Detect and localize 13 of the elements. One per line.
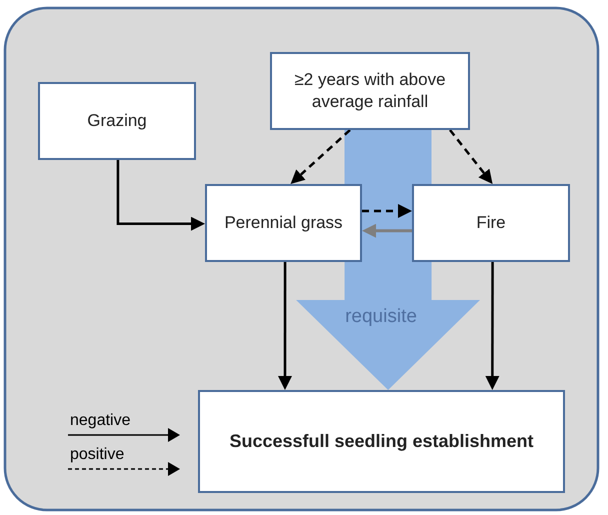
process-box: [270, 52, 470, 130]
legend-label: positive: [70, 446, 124, 464]
edge-label: requisite: [345, 306, 417, 328]
legend-label: negative: [70, 412, 130, 430]
node-label: Grazing: [86, 110, 148, 132]
node-label: Successfull seedling establishment: [228, 430, 535, 453]
node-label: ≥2 years with above average rainfall: [293, 68, 447, 113]
node-label: Fire: [475, 212, 507, 234]
node-label: Perennial grass: [223, 212, 344, 234]
process-box: [412, 184, 570, 262]
process-box: [38, 82, 196, 160]
process-box: [198, 390, 565, 493]
process-box: [205, 184, 362, 262]
